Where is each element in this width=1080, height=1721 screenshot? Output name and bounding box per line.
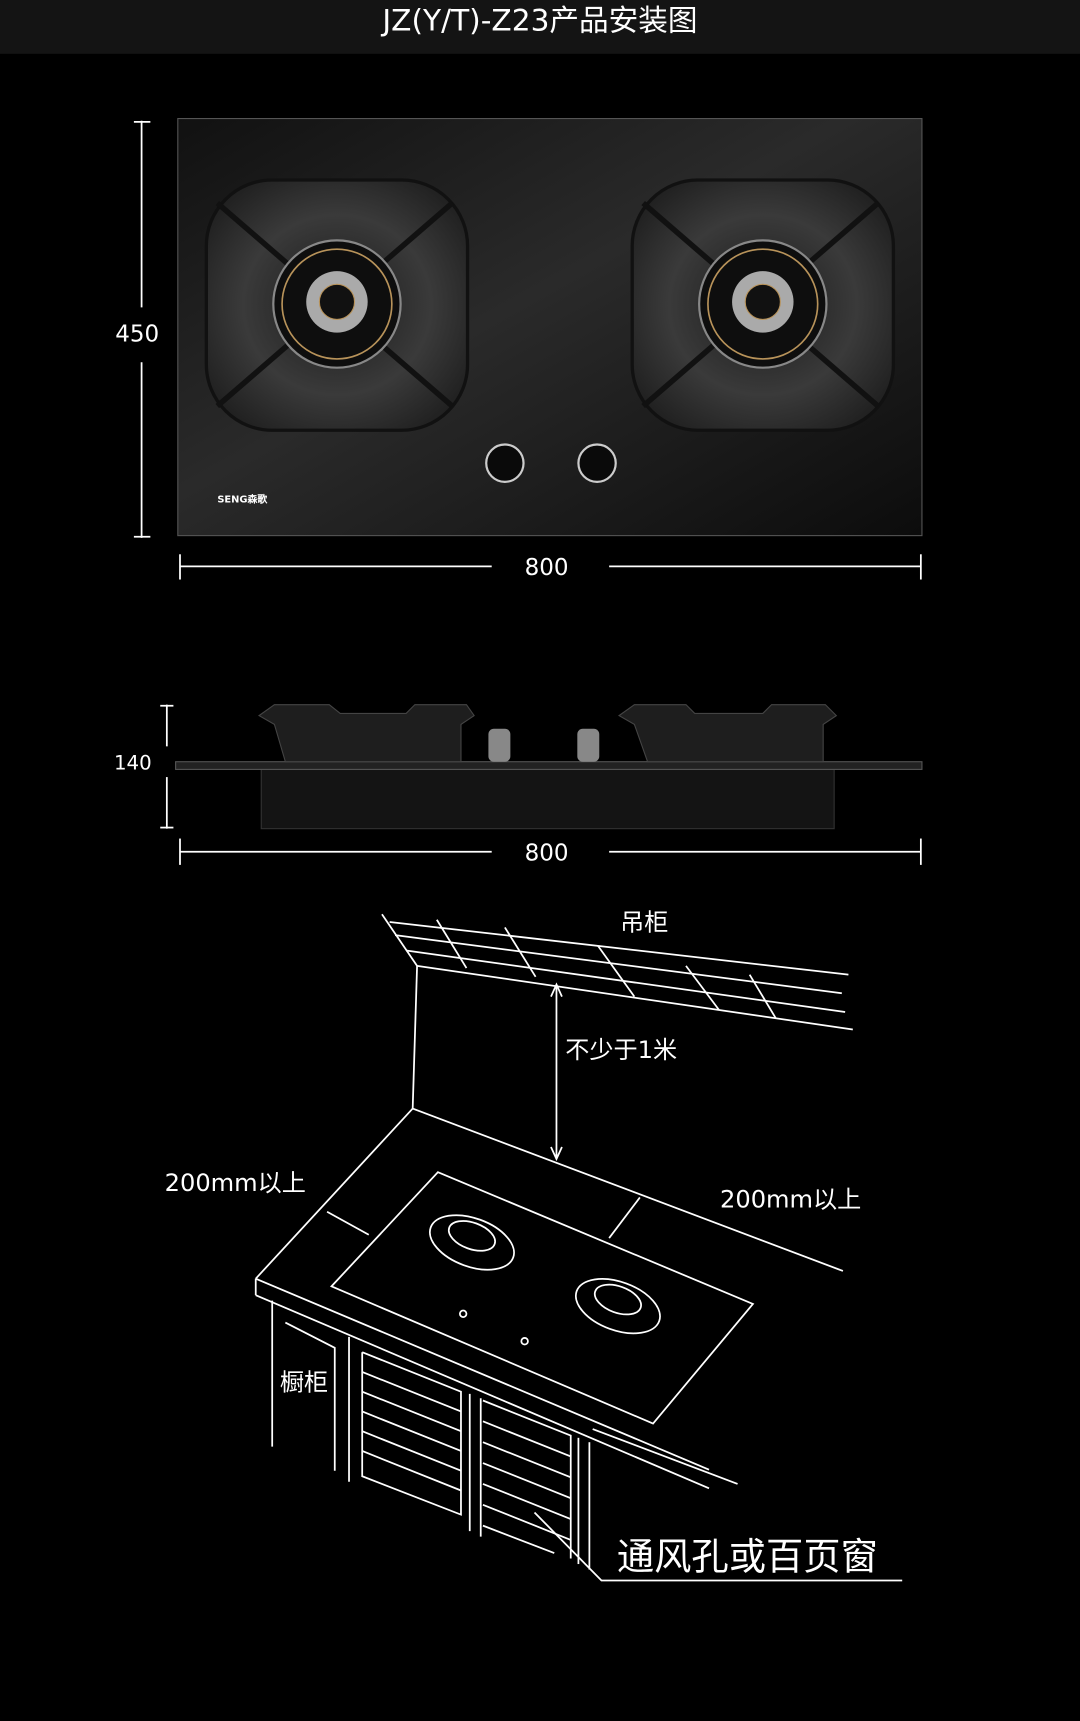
back-clearance-label: 200mm以上: [720, 1185, 861, 1213]
side-height-label: 140: [114, 751, 152, 774]
top-view: 450 SENG森歌 800: [115, 117, 923, 581]
burner-right: [630, 178, 896, 432]
vent-label: 通风孔或百页窗: [617, 1535, 878, 1579]
height-dimension-label: 450: [115, 321, 159, 347]
hanging-cabinet-drawing: [381, 913, 853, 1031]
side-view: 140 800: [114, 704, 923, 867]
width-dimension-label: 800: [525, 555, 569, 581]
control-knob-right: [577, 443, 617, 483]
hob-glass-side: [175, 761, 923, 770]
min-height-label: 不少于1米: [565, 1036, 677, 1064]
burner-left: [204, 178, 470, 432]
control-knob-left: [485, 443, 525, 483]
countertop-drawing: [254, 1107, 844, 1490]
brand-logo: SENG森歌: [217, 493, 267, 506]
installation-drawing: 吊柜 不少于1米 200mm以上 200mm以上: [165, 909, 903, 1582]
title-bar: [0, 0, 1080, 54]
base-cabinet-label: 橱柜: [280, 1369, 328, 1397]
page-title: JZ(Y/T)-Z23产品安装图: [380, 3, 697, 38]
base-cabinet-drawing: [271, 1300, 903, 1582]
hanging-cabinet-label: 吊柜: [620, 909, 668, 937]
left-clearance-label: 200mm以上: [165, 1169, 306, 1197]
side-width-label: 800: [525, 841, 569, 867]
